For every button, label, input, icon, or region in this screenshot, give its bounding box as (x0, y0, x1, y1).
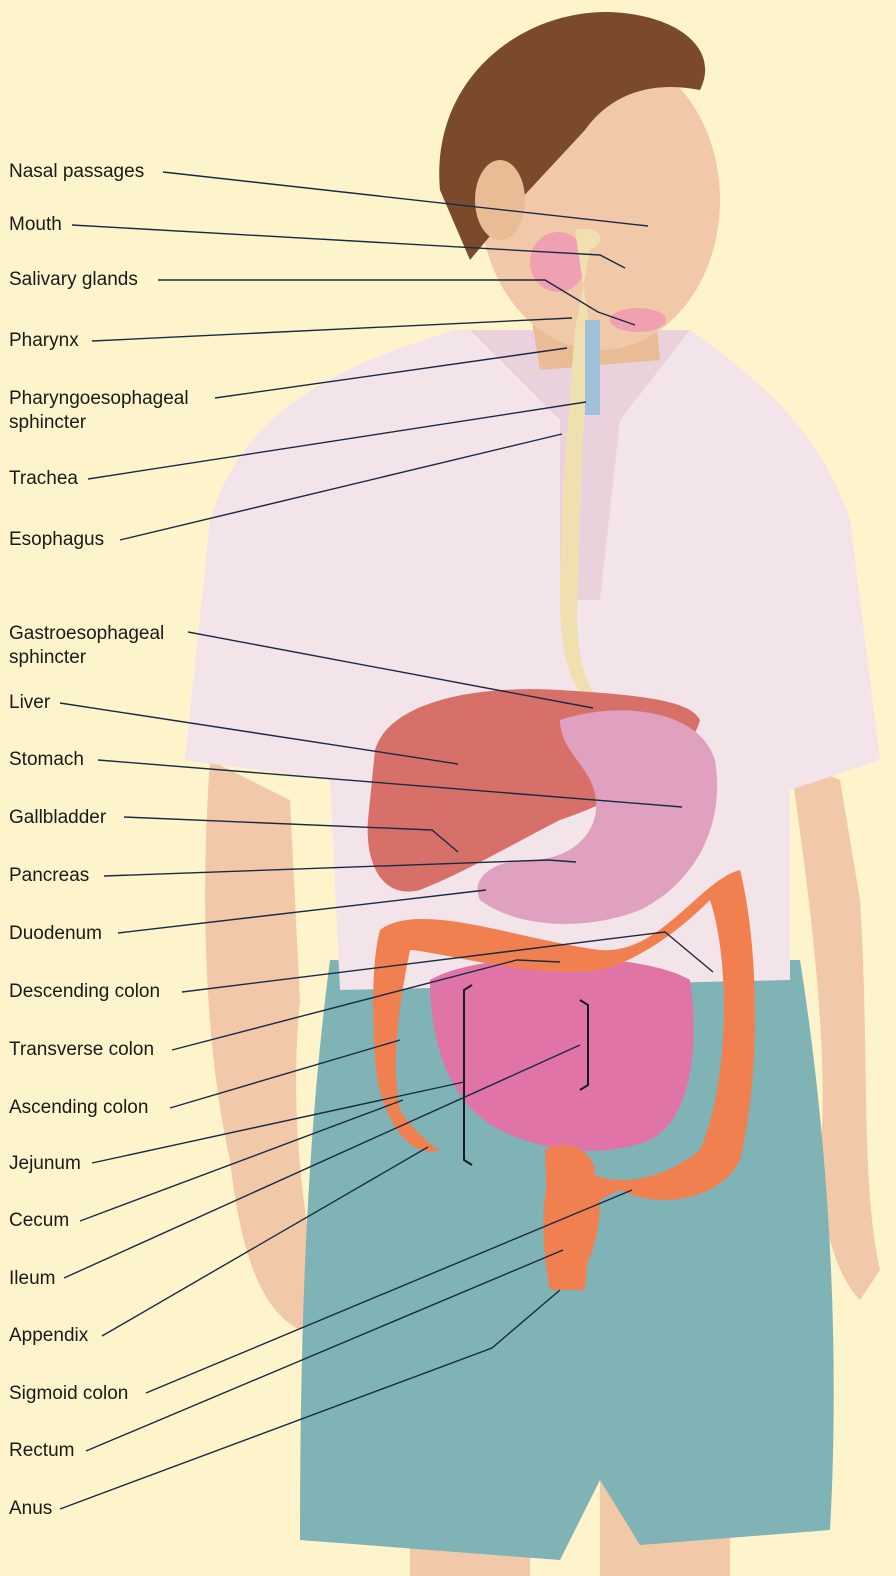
label-appendix: Appendix (9, 1324, 88, 1348)
label-sigmoid-colon: Sigmoid colon (9, 1382, 128, 1406)
label-mouth: Mouth (9, 213, 62, 237)
label-gallbladder: Gallbladder (9, 806, 106, 830)
label-pancreas: Pancreas (9, 864, 89, 888)
ear (475, 160, 525, 240)
left-arm (205, 760, 320, 1330)
label-anus: Anus (9, 1497, 52, 1521)
label-transverse-colon: Transverse colon (9, 1038, 154, 1062)
label-jejunum: Jejunum (9, 1152, 81, 1176)
label-salivary-glands: Salivary glands (9, 268, 138, 292)
salivary-gland-lower (610, 308, 666, 332)
label-gastroesophageal-sphincter: Gastroesophageal sphincter (9, 622, 164, 670)
label-nasal-passages: Nasal passages (9, 160, 144, 184)
label-ileum: Ileum (9, 1267, 55, 1291)
label-rectum: Rectum (9, 1439, 74, 1463)
label-duodenum: Duodenum (9, 922, 102, 946)
label-stomach: Stomach (9, 748, 84, 772)
label-ascending-colon: Ascending colon (9, 1096, 148, 1120)
label-pharynx: Pharynx (9, 329, 79, 353)
trachea-tube (585, 320, 600, 415)
label-liver: Liver (9, 691, 50, 715)
label-descending-colon: Descending colon (9, 980, 160, 1004)
label-esophagus: Esophagus (9, 528, 104, 552)
label-trachea: Trachea (9, 467, 78, 491)
label-pharyngoesophageal-sphincter: Pharyngoesophageal sphincter (9, 387, 189, 435)
label-cecum: Cecum (9, 1209, 69, 1233)
